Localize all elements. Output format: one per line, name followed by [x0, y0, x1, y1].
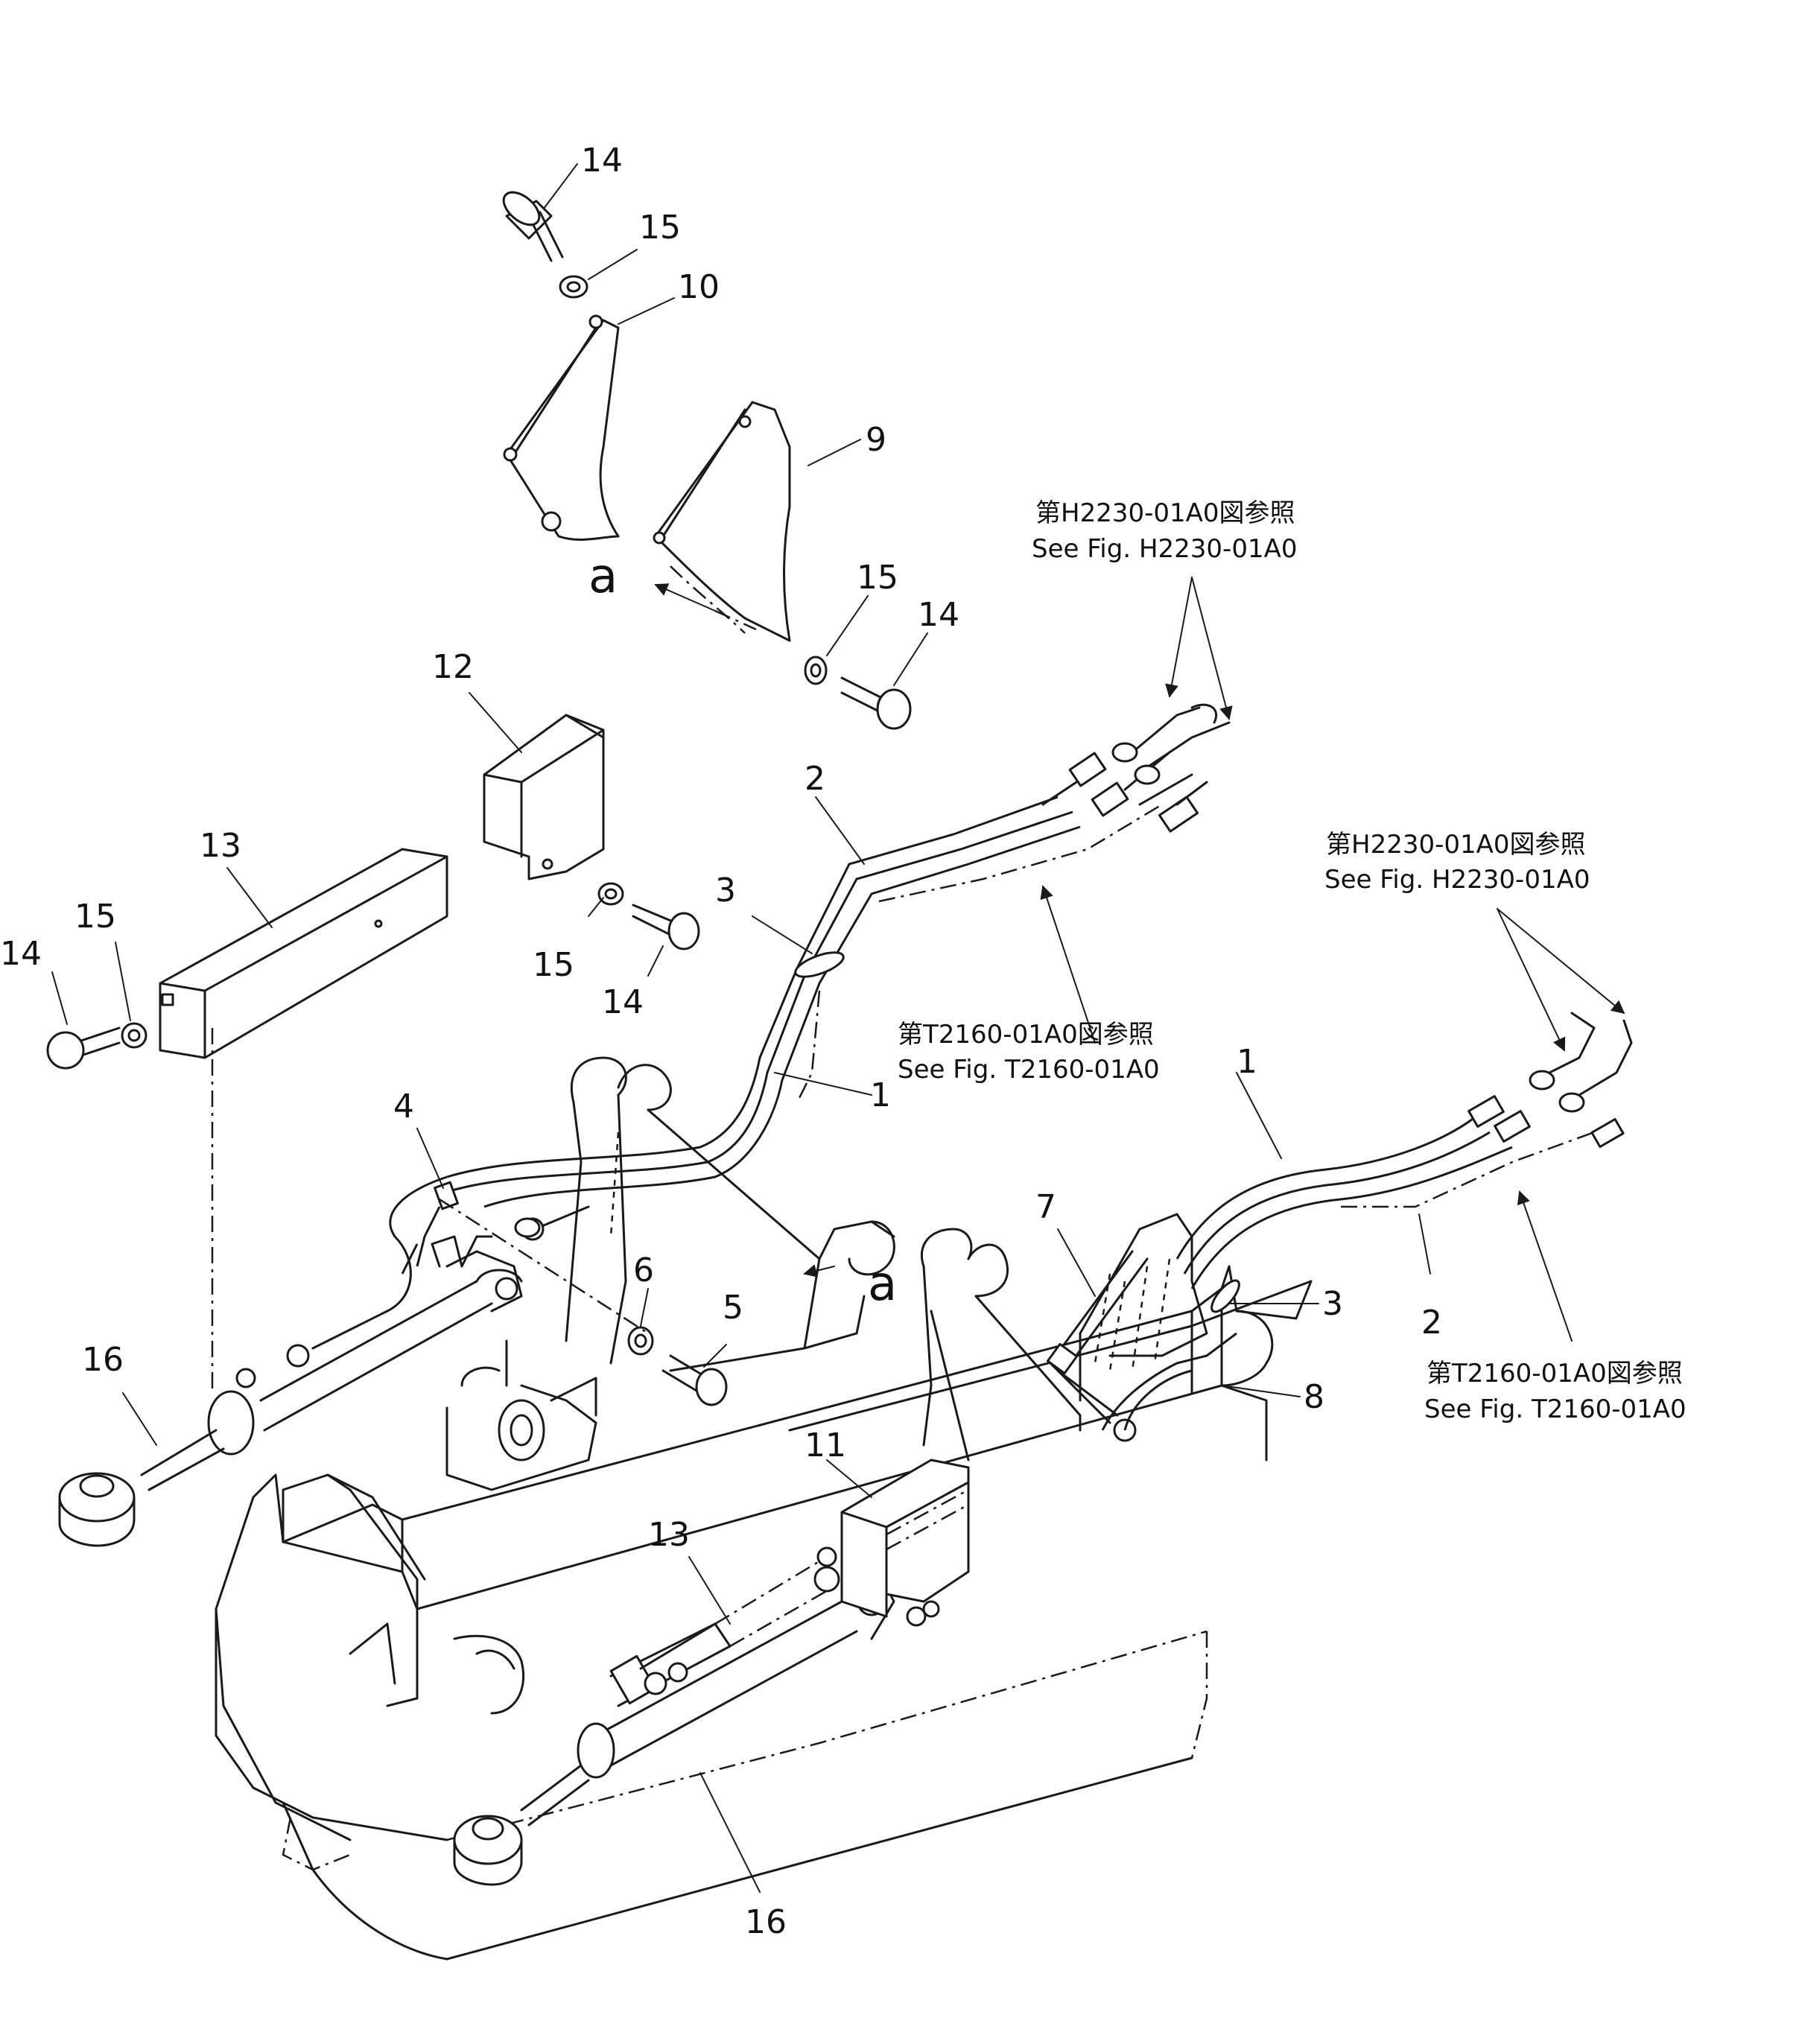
bolt-14-top — [502, 191, 564, 262]
cover-9 — [653, 401, 791, 642]
ref-t2160-mid-en: See Fig. T2160-01A0 — [898, 1055, 1160, 1085]
callout-1-center: 1 — [870, 1076, 891, 1114]
callout-5: 5 — [723, 1289, 743, 1327]
view-mark-a-top: a — [588, 549, 618, 604]
ref-h2230-top-jp: 第H2230-01A0図参照 — [1035, 498, 1295, 528]
callout-4: 4 — [393, 1088, 414, 1126]
cylinder-left — [58, 1175, 523, 1547]
callout-15-left: 15 — [74, 898, 116, 936]
cylinder-right — [453, 1570, 895, 1886]
callout-16-left: 16 — [82, 1341, 124, 1379]
washer-15-mid — [804, 656, 828, 685]
callout-2-center: 2 — [805, 760, 825, 798]
frame-base — [215, 1265, 1313, 1961]
callout-10: 10 — [678, 268, 720, 306]
callout-11: 11 — [805, 1426, 846, 1464]
bolt-14-mid — [840, 676, 912, 730]
callout-15-box: 15 — [533, 946, 574, 984]
callout-12: 12 — [432, 648, 474, 686]
washer-15-box — [597, 882, 624, 906]
block-11 — [813, 1459, 970, 1627]
callout-14-left: 14 — [0, 935, 42, 973]
cover-13-lower — [609, 1555, 835, 1707]
ref-t2160-right-en: See Fig. T2160-01A0 — [1424, 1394, 1686, 1424]
view-marks: a a — [588, 549, 897, 1312]
callout-labels: 14 15 10 9 15 14 12 15 14 13 15 14 2 3 1… — [0, 142, 1442, 1941]
washer-6 — [627, 1326, 654, 1356]
ref-t2160-mid-jp: 第T2160-01A0図参照 — [898, 1020, 1154, 1050]
ref-t2160-right-jp: 第T2160-01A0図参照 — [1427, 1359, 1683, 1388]
leader-lines — [51, 163, 1625, 1893]
cover-10 — [503, 314, 620, 541]
box-12 — [483, 714, 605, 880]
callout-16-lower: 16 — [745, 1903, 787, 1941]
hose-group-center — [446, 751, 1208, 1241]
callout-15-mid: 15 — [857, 559, 898, 597]
view-mark-a-mid: a — [868, 1257, 897, 1312]
callout-8: 8 — [1304, 1378, 1324, 1416]
callout-9: 9 — [866, 421, 886, 459]
boom-bracket-middle — [920, 1228, 1082, 1461]
hose-ends-top — [1111, 703, 1231, 785]
callout-2-right: 2 — [1421, 1304, 1442, 1342]
cover-13-upper — [159, 848, 448, 1393]
callout-1-right: 1 — [1237, 1043, 1257, 1081]
hose-group-right — [1101, 1012, 1633, 1431]
bolt-14-left — [46, 1026, 121, 1070]
callout-15-top: 15 — [639, 209, 681, 247]
washer-15-top — [559, 275, 588, 299]
clip-4 — [401, 1181, 541, 1275]
callout-13-upper: 13 — [200, 827, 241, 865]
callout-6: 6 — [633, 1251, 654, 1289]
reference-notes: 第H2230-01A0図参照 See Fig. H2230-01A0 第H223… — [898, 498, 1686, 1424]
callout-14-top: 14 — [581, 142, 623, 180]
washer-15-left — [121, 1022, 147, 1049]
ref-h2230-right-jp: 第H2230-01A0図参照 — [1326, 830, 1586, 860]
callout-13-lower: 13 — [648, 1516, 690, 1554]
saddle-bracket-left — [445, 1339, 597, 1491]
bolt-5 — [661, 1354, 728, 1406]
bracket-8 — [1046, 1213, 1208, 1442]
ref-h2230-right-en: See Fig. H2230-01A0 — [1324, 865, 1590, 895]
callout-3-center: 3 — [715, 872, 736, 910]
callout-14-box: 14 — [602, 983, 644, 1021]
ref-h2230-top-en: See Fig. H2230-01A0 — [1032, 534, 1297, 564]
callout-3-right: 3 — [1322, 1285, 1343, 1323]
bolt-14-box — [632, 904, 700, 950]
callout-14-mid: 14 — [918, 596, 959, 634]
callout-7: 7 — [1035, 1188, 1056, 1226]
